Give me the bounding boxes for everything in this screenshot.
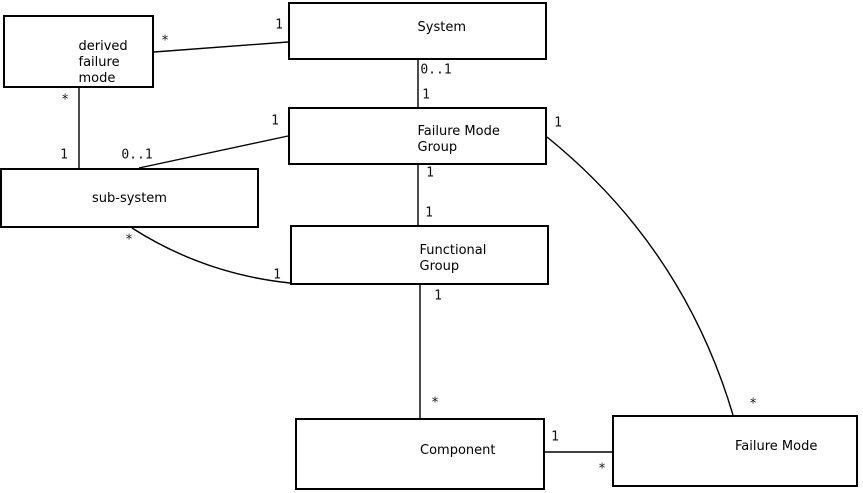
multiplicity-label: 0..1 (121, 147, 153, 163)
multiplicity-label: 1 (60, 147, 68, 163)
association-line-dfm-system (153, 41, 289, 53)
multiplicity-label: * (125, 232, 133, 248)
association-curve-subsystem-fg (131, 227, 291, 284)
entity-sub-system: sub-system (0, 168, 259, 228)
entity-failure-mode-group: Failure Mode Group (288, 107, 547, 165)
multiplicity-label: 1 (271, 113, 279, 129)
multiplicity-label: 1 (275, 17, 283, 33)
entity-derived-failure-mode: derived failure mode (3, 15, 154, 88)
multiplicity-label: 1 (551, 429, 559, 445)
entity-label: System (417, 20, 466, 35)
entity-label: Failure Mode (735, 439, 818, 454)
entity-label: Component (420, 443, 496, 458)
multiplicity-label: * (749, 396, 757, 412)
association-curve-fmg-fm (546, 136, 734, 416)
entity-label: derived failure mode (78, 39, 128, 86)
multiplicity-label: 1 (434, 288, 442, 304)
multiplicity-label: 0..1 (420, 62, 452, 78)
multiplicity-label: 1 (425, 205, 433, 221)
entity-label: Functional Group (419, 243, 487, 274)
multiplicity-label: * (431, 395, 439, 411)
entity-functional-group: Functional Group (290, 225, 549, 285)
association-line-subsystem-fmg (138, 135, 289, 169)
multiplicity-label: 1 (554, 115, 562, 131)
entity-label: Failure Mode Group (417, 124, 500, 155)
multiplicity-label: 1 (273, 267, 281, 283)
multiplicity-label: * (61, 92, 69, 108)
multiplicity-label: * (161, 33, 169, 49)
entity-failure-mode: Failure Mode (612, 415, 858, 487)
multiplicity-label: 1 (426, 165, 434, 181)
entity-component: Component (295, 418, 545, 490)
entity-system: System (288, 2, 547, 60)
multiplicity-label: * (598, 461, 606, 477)
entity-label: sub-system (92, 191, 167, 206)
multiplicity-label: 1 (422, 87, 430, 103)
